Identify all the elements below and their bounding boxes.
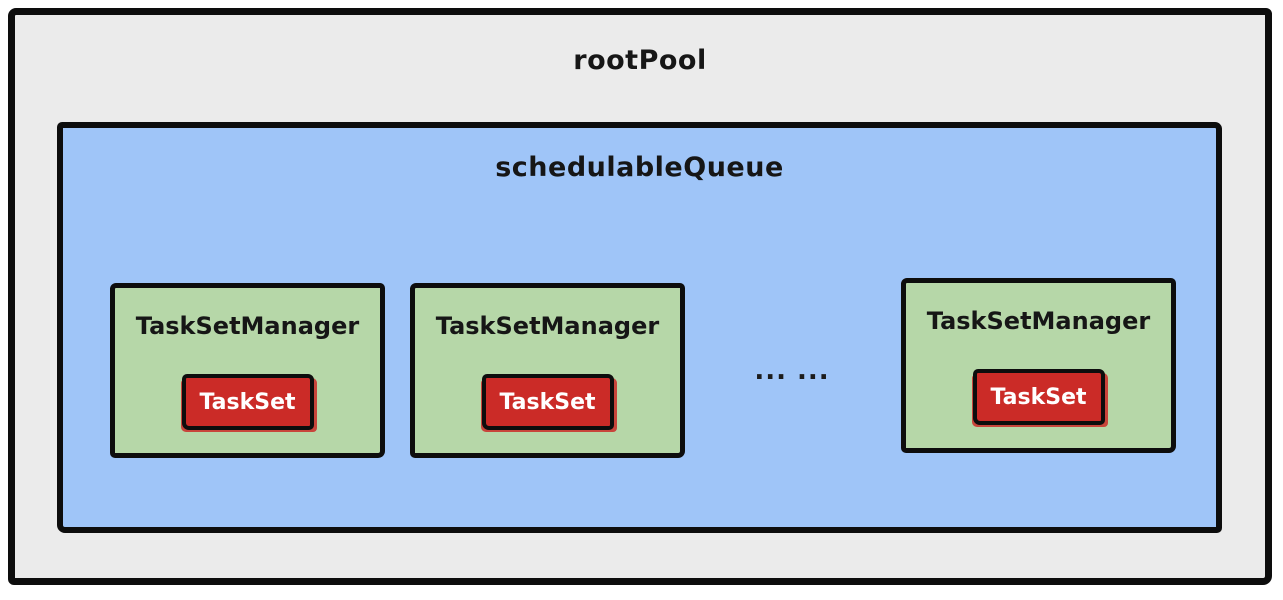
schedulable-queue-box: schedulableQueue TaskSetManager TaskSet … xyxy=(57,122,1222,533)
task-set-manager-label: TaskSetManager xyxy=(135,312,360,340)
task-set-box: TaskSet xyxy=(972,369,1105,425)
ellipsis-text: ... ... xyxy=(754,356,830,386)
task-set-label: TaskSet xyxy=(199,389,296,415)
schedulable-queue-label: schedulableQueue xyxy=(495,152,784,183)
root-pool-label: rootPool xyxy=(573,45,707,76)
task-set-manager-box-1: TaskSetManager TaskSet xyxy=(110,283,385,458)
task-set-label: TaskSet xyxy=(990,384,1087,410)
task-set-manager-box-3: TaskSetManager TaskSet xyxy=(901,278,1176,453)
task-set-box: TaskSet xyxy=(481,374,614,430)
task-set-box: TaskSet xyxy=(181,374,314,430)
root-pool-box: rootPool schedulableQueue TaskSetManager… xyxy=(8,8,1272,585)
task-set-manager-label: TaskSetManager xyxy=(926,307,1151,335)
task-set-manager-box-2: TaskSetManager TaskSet xyxy=(410,283,685,458)
task-set-manager-label: TaskSetManager xyxy=(435,312,660,340)
task-set-label: TaskSet xyxy=(499,389,596,415)
